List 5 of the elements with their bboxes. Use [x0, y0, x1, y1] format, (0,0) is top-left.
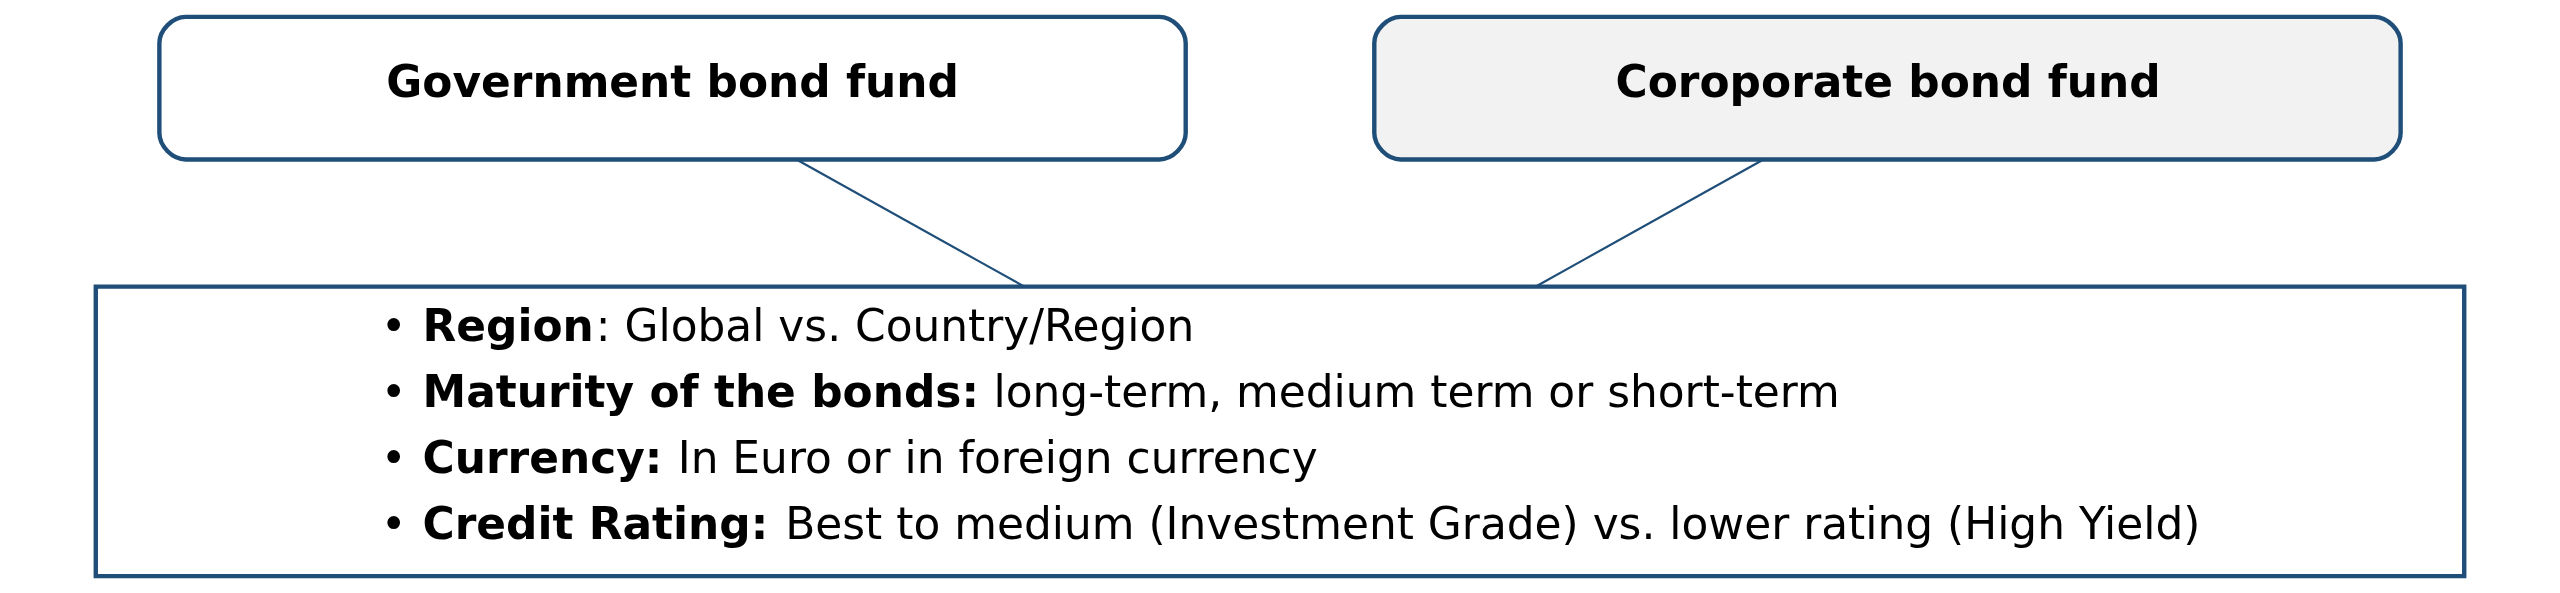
connector	[796, 158, 1025, 288]
node-box: Coroporate bond fund	[1372, 14, 2403, 162]
node-box: • Region: Global vs. Country/Region • Maturity of the bonds: long-term, medium term or short-term • Currency: In Euro or in foreign currency • Credit Rating: Best to medium (Investment Grade) vs. lower rating (High Yield)	[93, 284, 2467, 579]
node-box: Government bond fund	[157, 14, 1188, 162]
connector	[1535, 158, 1764, 288]
